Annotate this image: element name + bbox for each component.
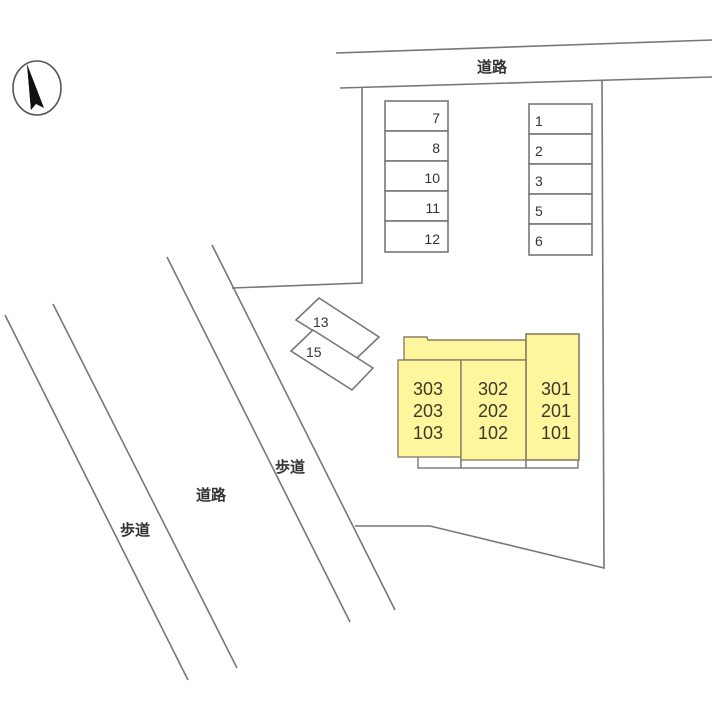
unit-number: 303 (413, 379, 443, 399)
parking-right-column: 1 2 3 5 6 (528, 103, 593, 256)
parking-number: 13 (313, 314, 329, 330)
right-sidewalk-label: 歩道 (275, 458, 305, 476)
parking-left-column: 7 8 10 11 12 (384, 100, 449, 253)
parking-number: 7 (432, 110, 440, 126)
parking-space[interactable] (528, 163, 593, 195)
top-road-label: 道路 (477, 58, 508, 76)
unit-number: 203 (413, 401, 443, 421)
unit-column[interactable] (460, 359, 527, 461)
parking-number: 10 (424, 170, 440, 186)
top-road: 道路 (335, 39, 713, 89)
parking-angled: 13 15 (289, 296, 381, 392)
parking-number: 5 (535, 203, 543, 219)
parking-number: 1 (535, 113, 543, 129)
parking-space[interactable] (528, 223, 593, 256)
left-sidewalk-label: 歩道 (120, 521, 150, 539)
parking-number: 6 (535, 233, 543, 249)
unit-column[interactable] (397, 359, 462, 458)
parking-number: 8 (432, 140, 440, 156)
property-boundary (231, 79, 605, 570)
unit-number: 201 (541, 401, 571, 421)
main-road-label: 道路 (196, 486, 227, 504)
parking-number: 11 (425, 200, 440, 216)
parking-space[interactable] (528, 133, 593, 165)
unit-number: 302 (478, 379, 508, 399)
apartment-building: 303 203 103 302 202 102 301 201 101 (397, 333, 580, 469)
unit-number: 202 (478, 401, 508, 421)
parking-number: 12 (424, 231, 440, 247)
unit-number: 301 (541, 379, 571, 399)
unit-column[interactable] (525, 333, 580, 461)
unit-number: 101 (541, 423, 571, 443)
parking-number: 2 (535, 143, 543, 159)
parking-number: 3 (535, 173, 543, 189)
parking-space[interactable] (528, 103, 593, 135)
unit-number: 103 (413, 423, 443, 443)
unit-number: 102 (478, 423, 508, 443)
main-road: 歩道 道路 歩道 (4, 244, 396, 681)
parking-space[interactable] (384, 220, 449, 253)
parking-space[interactable] (289, 328, 375, 392)
north-arrow-icon (12, 60, 62, 116)
parking-number: 15 (306, 344, 322, 360)
